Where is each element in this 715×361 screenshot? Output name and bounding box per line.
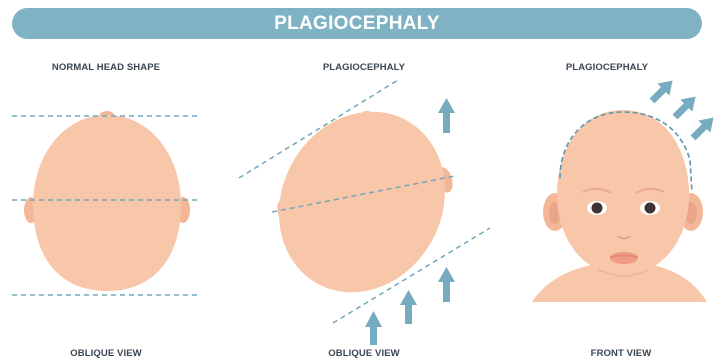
left-pupil <box>592 203 603 214</box>
arrow-diagonal-icon <box>646 74 679 107</box>
flattened-head-shape <box>248 82 477 321</box>
panel-3-caption: FRONT VIEW <box>521 348 715 359</box>
arrow-up-icon <box>438 267 455 302</box>
baby-face <box>557 110 689 275</box>
plagiocephaly-head-illustration <box>239 80 490 345</box>
arrow-up-icon <box>438 98 455 133</box>
mouth <box>610 252 638 264</box>
arrow-up-icon <box>400 290 417 324</box>
normal-head-illustration <box>12 111 200 295</box>
arrow-diagonal-icon <box>687 111 715 144</box>
arrow-up-icon <box>365 311 382 345</box>
panel-2-caption: OBLIQUE VIEW <box>264 348 464 359</box>
normal-head-shape <box>33 115 181 291</box>
panel-1-caption: OBLIQUE VIEW <box>6 348 206 359</box>
baby-front-illustration <box>532 74 715 302</box>
right-pupil <box>645 203 656 214</box>
arrow-diagonal-icon <box>669 90 702 123</box>
